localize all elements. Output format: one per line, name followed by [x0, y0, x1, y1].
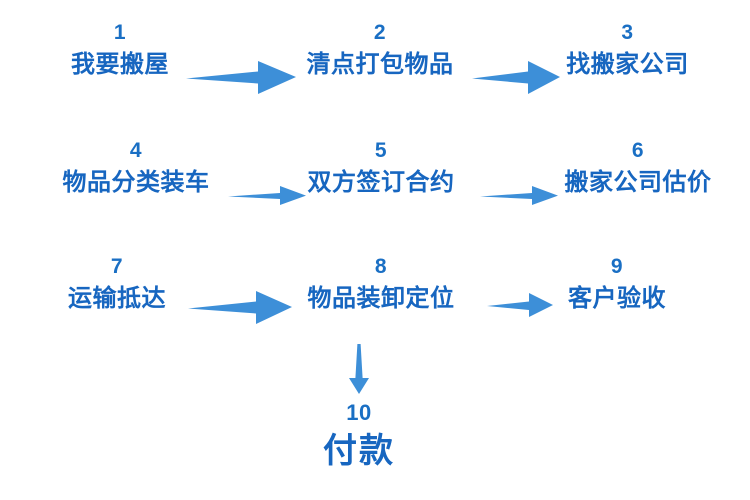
- step-node-6: 6 搬家公司估价: [562, 140, 714, 194]
- step-label: 客户验收: [568, 284, 666, 312]
- step-label: 找搬家公司: [566, 50, 689, 78]
- step-number: 10: [346, 400, 372, 425]
- step-number: 4: [129, 139, 143, 162]
- step-node-9: 9 客户验收: [562, 256, 672, 310]
- step-node-3: 3 找搬家公司: [565, 22, 690, 76]
- arrow-step4-to-step5: [228, 183, 306, 209]
- arrow-step5-to-step6: [480, 183, 558, 209]
- step-node-7: 7 运输抵达: [62, 256, 172, 310]
- step-label: 付款: [323, 431, 395, 471]
- step-node-8: 8 物品装卸定位: [305, 256, 457, 310]
- step-node-4: 4 物品分类装车: [60, 140, 212, 194]
- step-number: 3: [621, 21, 634, 44]
- arrow-step7-to-step8: [188, 288, 292, 326]
- step-label: 搬家公司估价: [564, 168, 712, 196]
- step-label: 物品装卸定位: [307, 284, 455, 312]
- step-number: 7: [110, 255, 124, 278]
- step-node-10: 10 付款: [300, 400, 418, 471]
- step-label: 双方签订合约: [307, 168, 455, 196]
- step-number: 9: [610, 255, 624, 278]
- step-label: 运输抵达: [68, 284, 166, 312]
- step-number: 6: [631, 139, 645, 162]
- step-label: 物品分类装车: [62, 168, 210, 196]
- step-node-1: 1 我要搬屋: [70, 22, 170, 76]
- step-number: 8: [374, 255, 388, 278]
- step-label: 我要搬屋: [71, 50, 169, 78]
- step-label: 清点打包物品: [306, 50, 454, 78]
- arrow-step8-to-step9: [487, 290, 553, 320]
- arrow-step8-to-step10: [346, 344, 372, 394]
- step-node-2: 2 清点打包物品: [305, 22, 455, 76]
- step-number: 2: [373, 21, 387, 44]
- step-node-5: 5 双方签订合约: [305, 140, 457, 194]
- step-number: 5: [374, 139, 388, 162]
- step-number: 1: [113, 21, 127, 44]
- arrow-step2-to-step3: [472, 58, 560, 96]
- arrow-step1-to-step2: [186, 58, 296, 96]
